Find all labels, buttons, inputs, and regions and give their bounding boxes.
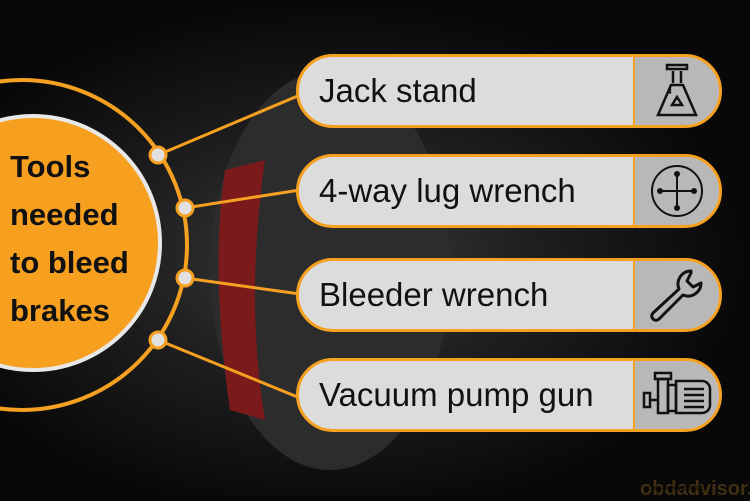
- title-line: brakes: [10, 293, 110, 328]
- connector-line: [157, 93, 301, 157]
- source-text: car.speedymoto.cc: [648, 483, 708, 492]
- brake-caliper-photo: [218, 160, 265, 420]
- tool-label: Vacuum pump gun: [319, 376, 594, 413]
- connector-line: [184, 276, 301, 296]
- tool-bleeder-wrench: Bleeder wrench: [296, 258, 722, 332]
- connector-line: [157, 338, 301, 400]
- connector-dot: [148, 330, 168, 350]
- title-line: Tools: [10, 149, 91, 184]
- title: Tools needed to bleed brakes: [10, 143, 170, 335]
- wrench-icon: [633, 261, 719, 329]
- vacuum-pump-icon: [633, 361, 719, 429]
- connector-dot: [175, 198, 195, 218]
- tool-jack-stand: Jack stand: [296, 54, 722, 128]
- jack-stand-icon: [633, 57, 719, 125]
- outer-ring: [0, 78, 189, 412]
- connector-dot: [175, 268, 195, 288]
- tool-vacuum-pump-gun: Vacuum pump gun: [296, 358, 722, 432]
- connector-line: [184, 188, 301, 210]
- tool-label: Jack stand: [319, 72, 477, 109]
- lug-wrench-icon: [633, 157, 719, 225]
- title-line: needed: [10, 197, 119, 232]
- tool-label: Bleeder wrench: [319, 276, 549, 313]
- tool-lug-wrench: 4-way lug wrench: [296, 154, 722, 228]
- connector-dot: [148, 145, 168, 165]
- watermark: obdadvisor.com: [640, 478, 750, 500]
- title-line: to bleed: [10, 245, 129, 280]
- tool-label: 4-way lug wrench: [319, 172, 576, 209]
- title-circle: [0, 114, 162, 372]
